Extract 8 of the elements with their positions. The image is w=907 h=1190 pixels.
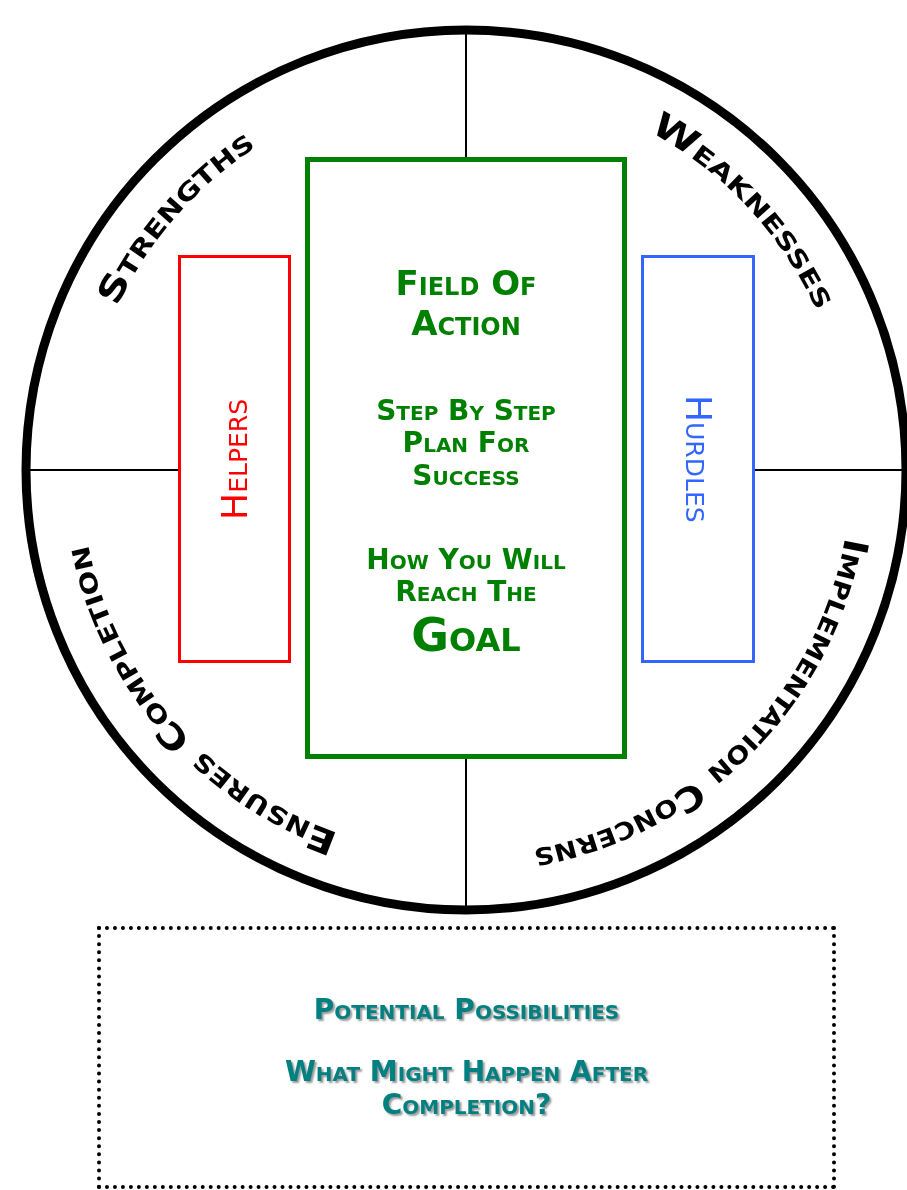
box-text: Potential Possibilities bbox=[313, 993, 620, 1027]
box-text: Step By Step Plan For Success bbox=[375, 395, 557, 492]
box-heading: Field Of Action bbox=[394, 264, 538, 343]
box-label: Hurdles bbox=[677, 395, 719, 523]
box-text: What Might Happen After Completion? bbox=[283, 1054, 650, 1122]
box-label: Helpers bbox=[214, 398, 255, 520]
dotted-box bbox=[97, 926, 836, 1189]
box-text: How You Will Reach The Goal bbox=[365, 544, 567, 662]
